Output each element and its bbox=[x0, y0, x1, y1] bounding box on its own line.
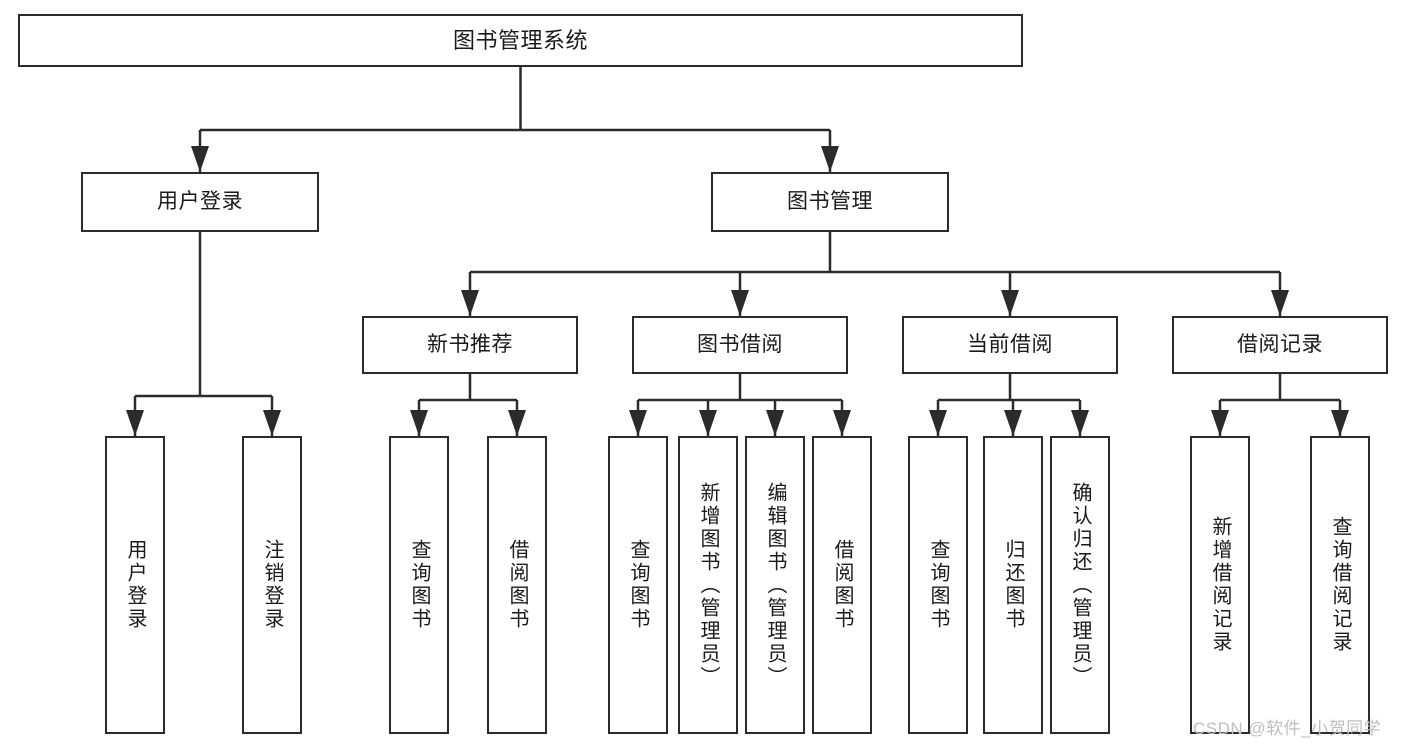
arrowhead-icon bbox=[410, 410, 428, 436]
node-label: 注销登录 bbox=[261, 539, 283, 631]
arrowhead-icon bbox=[263, 410, 281, 436]
arrowhead-icon bbox=[629, 410, 647, 436]
node-label: 查询图书 bbox=[627, 539, 649, 631]
node-label: 图书管理系统 bbox=[452, 27, 588, 53]
arrowhead-icon bbox=[1211, 410, 1229, 436]
node-label: 图书管理 bbox=[787, 189, 873, 213]
arrowhead-icon bbox=[1001, 290, 1019, 316]
node-leaf-login-1[interactable]: 用户登录 bbox=[105, 436, 165, 734]
node-label: 查询图书 bbox=[408, 539, 430, 631]
arrowhead-icon bbox=[929, 410, 947, 436]
node-label: 归还图书 bbox=[1002, 539, 1024, 631]
node-borrow[interactable]: 图书借阅 bbox=[632, 316, 848, 374]
watermark: CSDN @软件_小贺同学 bbox=[1193, 719, 1382, 738]
node-current[interactable]: 当前借阅 bbox=[902, 316, 1118, 374]
node-label: 编辑图书（管理员） bbox=[764, 481, 786, 689]
arrowhead-icon bbox=[699, 410, 717, 436]
arrowhead-icon bbox=[191, 146, 209, 172]
node-leaf-current-3[interactable]: 确认归还（管理员） bbox=[1050, 436, 1110, 734]
arrowhead-icon bbox=[1071, 410, 1089, 436]
node-leaf-login-2[interactable]: 注销登录 bbox=[242, 436, 302, 734]
node-label: 借阅图书 bbox=[506, 539, 528, 631]
node-label: 当前借阅 bbox=[967, 332, 1053, 356]
arrowhead-icon bbox=[1271, 290, 1289, 316]
node-leaf-current-2[interactable]: 归还图书 bbox=[983, 436, 1043, 734]
node-label: 用户登录 bbox=[124, 539, 146, 631]
node-label: 新增借阅记录 bbox=[1209, 516, 1231, 654]
arrowhead-icon bbox=[508, 410, 526, 436]
node-label: 借阅记录 bbox=[1237, 332, 1323, 356]
node-label: 新增图书（管理员） bbox=[697, 481, 719, 689]
node-leaf-record-2[interactable]: 查询借阅记录 bbox=[1310, 436, 1370, 734]
arrowhead-icon bbox=[1331, 410, 1349, 436]
node-leaf-record-1[interactable]: 新增借阅记录 bbox=[1190, 436, 1250, 734]
node-leaf-borrow-1[interactable]: 查询图书 bbox=[608, 436, 668, 734]
node-label: 查询图书 bbox=[927, 539, 949, 631]
node-login[interactable]: 用户登录 bbox=[81, 172, 319, 232]
arrowhead-icon bbox=[833, 410, 851, 436]
node-leaf-borrow-4[interactable]: 借阅图书 bbox=[812, 436, 872, 734]
arrowhead-icon bbox=[126, 410, 144, 436]
node-label: 确认归还（管理员） bbox=[1069, 481, 1091, 689]
node-leaf-borrow-2[interactable]: 新增图书（管理员） bbox=[678, 436, 738, 734]
node-newrec[interactable]: 新书推荐 bbox=[362, 316, 578, 374]
node-leaf-newrec-2[interactable]: 借阅图书 bbox=[487, 436, 547, 734]
node-bookmgmt[interactable]: 图书管理 bbox=[711, 172, 949, 232]
arrowhead-icon bbox=[1004, 410, 1022, 436]
node-record[interactable]: 借阅记录 bbox=[1172, 316, 1388, 374]
node-label: 用户登录 bbox=[157, 189, 243, 213]
arrowhead-icon bbox=[731, 290, 749, 316]
node-leaf-borrow-3[interactable]: 编辑图书（管理员） bbox=[745, 436, 805, 734]
node-leaf-current-1[interactable]: 查询图书 bbox=[908, 436, 968, 734]
arrowhead-icon bbox=[821, 146, 839, 172]
node-label: 新书推荐 bbox=[427, 332, 513, 356]
node-root[interactable]: 图书管理系统 bbox=[18, 14, 1023, 67]
arrowhead-icon bbox=[461, 290, 479, 316]
node-label: 图书借阅 bbox=[697, 332, 783, 356]
node-leaf-newrec-1[interactable]: 查询图书 bbox=[389, 436, 449, 734]
arrowhead-icon bbox=[766, 410, 784, 436]
node-label: 查询借阅记录 bbox=[1329, 516, 1351, 654]
node-label: 借阅图书 bbox=[831, 539, 853, 631]
